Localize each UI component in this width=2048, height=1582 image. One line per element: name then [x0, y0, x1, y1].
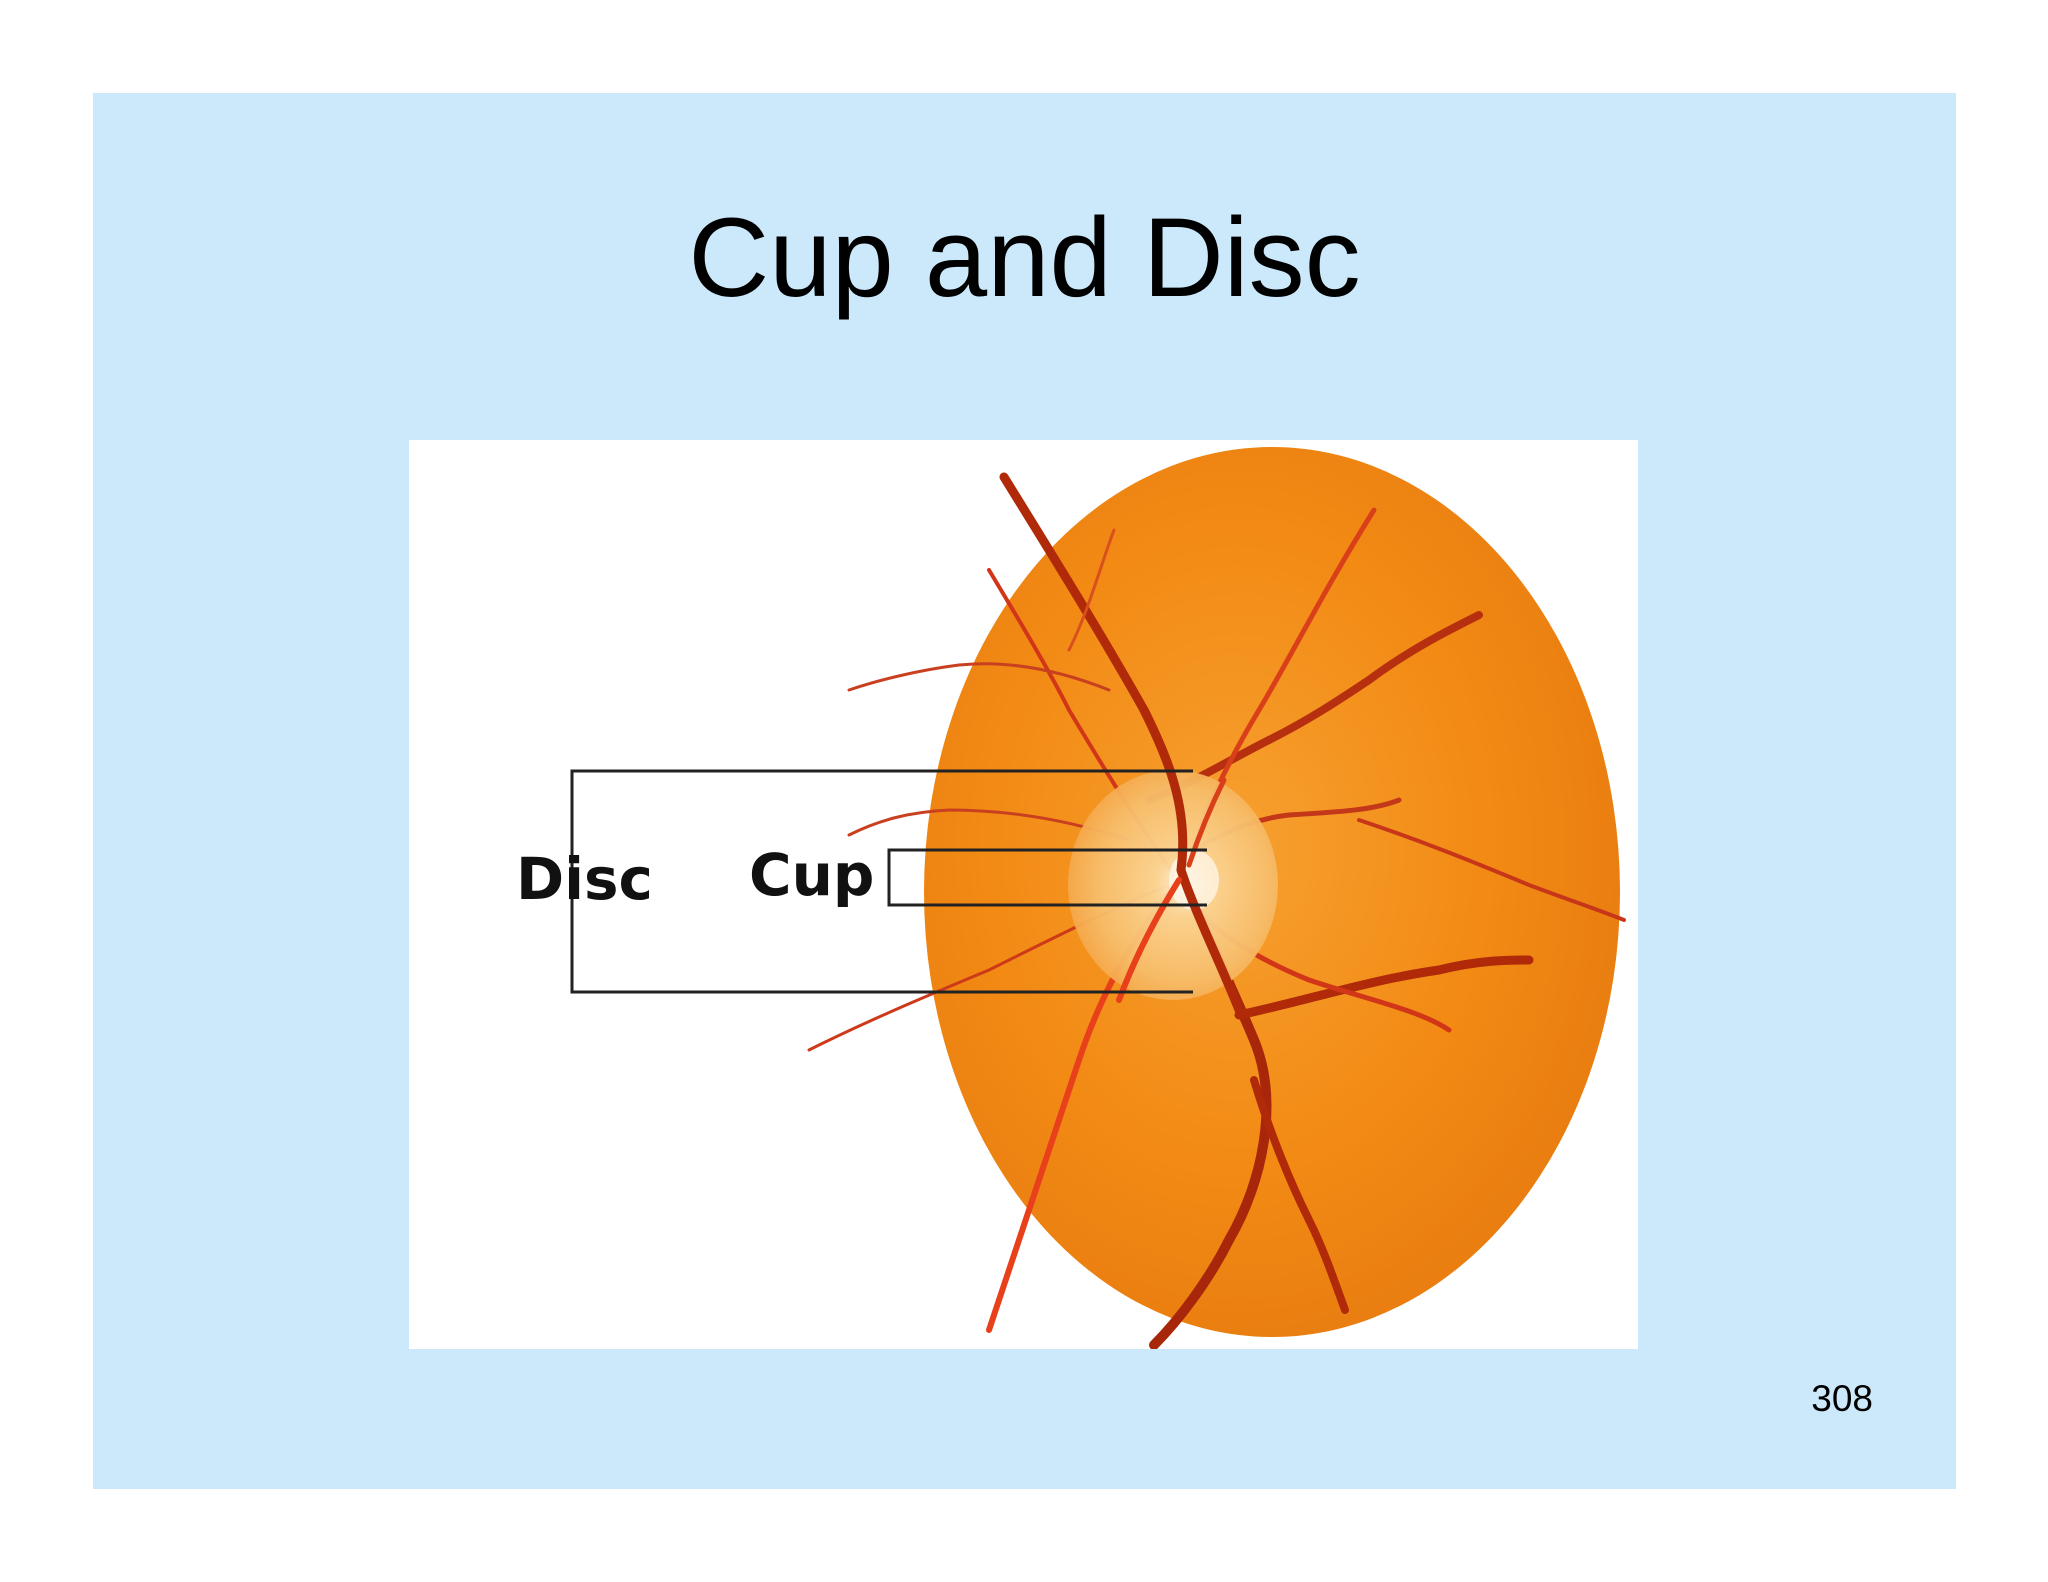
fundus-photograph-icon: Disc Cup: [516, 447, 1626, 1349]
slide-title: Cup and Disc: [688, 195, 1361, 320]
cup-label: Cup: [749, 841, 874, 909]
fundus-figure: Disc Cup: [409, 440, 1638, 1349]
disc-label: Disc: [516, 845, 653, 913]
slide: Cup and Disc: [93, 93, 1956, 1489]
annotation-lines: [570, 769, 1207, 994]
disc-vessels: [1116, 705, 1244, 1015]
page-number: 308: [1811, 1378, 1873, 1419]
retinal-vessels: [807, 472, 1626, 1349]
